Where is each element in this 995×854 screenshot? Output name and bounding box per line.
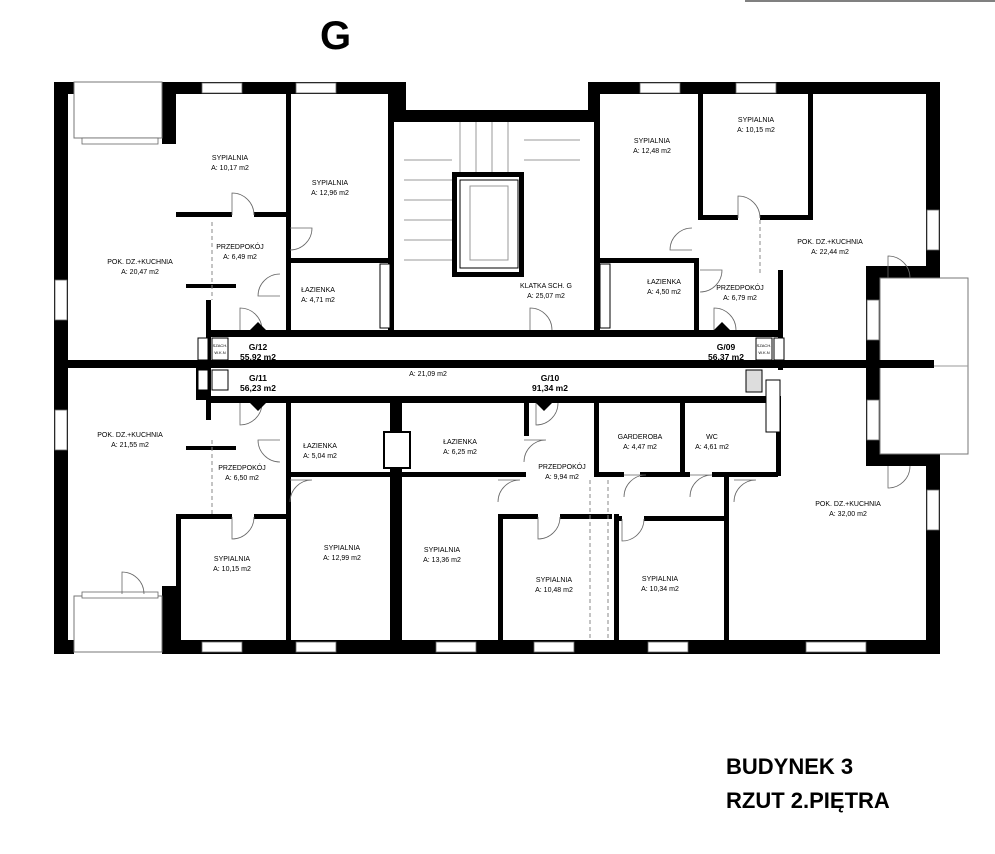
section-letter: G <box>320 14 352 58</box>
room-name: SYPIALNIA <box>212 155 249 162</box>
entry-marker-g09 <box>714 322 730 330</box>
room-name: SYPIALNIA <box>634 138 671 145</box>
room-area: A: 6,79 m2 <box>723 295 757 302</box>
shaft-right-bottom <box>745 369 781 433</box>
staircase <box>404 122 580 269</box>
room-name: SYPIALNIA <box>312 180 349 187</box>
shaft-bath-2 <box>599 263 611 329</box>
room-name: ŁAZIENKA <box>443 439 477 446</box>
room-area: A: 10,15 m2 <box>213 566 251 573</box>
room-name: SYPIALNIA <box>642 576 679 583</box>
entry-marker-g12 <box>250 322 266 330</box>
apartment-area: 56,37 m2 <box>708 352 744 362</box>
entry-marker-g11 <box>250 403 266 411</box>
windows <box>54 82 940 653</box>
room-name: SYPIALNIA <box>424 547 461 554</box>
room-area: A: 6,25 m2 <box>443 449 477 456</box>
apartment-id: G/12 <box>249 342 268 352</box>
room-name: POK. DZ.+KUCHNIA <box>107 259 173 266</box>
room-area: A: 10,48 m2 <box>535 587 573 594</box>
apartment-area: 91,34 m2 <box>532 383 568 393</box>
room-name: ŁAZIENKA <box>647 279 681 286</box>
room-area: A: 10,17 m2 <box>211 165 249 172</box>
apartment-labels: G/12 55,92 m2 G/11 56,23 m2 G/10 91,34 m… <box>240 342 744 393</box>
room-area: A: 10,15 m2 <box>737 127 775 134</box>
balcony-bottom-left <box>73 595 163 653</box>
shaft-right-top: SZACH. W.K.N <box>755 337 785 361</box>
room-name: ŁAZIENKA <box>303 443 337 450</box>
room-area: A: 13,36 m2 <box>423 557 461 564</box>
room-area: A: 25,07 m2 <box>527 293 565 300</box>
room-area: A: 12,99 m2 <box>323 555 361 562</box>
apartment-id: G/10 <box>541 373 560 383</box>
room-area: A: 4,47 m2 <box>623 444 657 451</box>
apartment-id: G/09 <box>717 342 736 352</box>
balcony-top-left <box>73 81 163 139</box>
room-area: A: 9,94 m2 <box>545 474 579 481</box>
apartment-area: 55,92 m2 <box>240 352 276 362</box>
room-area: A: 4,71 m2 <box>301 297 335 304</box>
building-title: BUDYNEK 3 <box>726 754 854 779</box>
room-name: POK. DZ.+KUCHNIA <box>815 501 881 508</box>
shaft-bath-1 <box>379 263 391 329</box>
room-name: GARDEROBA <box>618 434 663 441</box>
room-area: A: 4,50 m2 <box>647 289 681 296</box>
room-area: A: 12,48 m2 <box>633 148 671 155</box>
room-name: PRZEDPOKÓJ <box>716 283 763 292</box>
room-name: POK. DZ.+KUCHNIA <box>797 239 863 246</box>
floor-title: RZUT 2.PIĘTRA <box>726 788 890 813</box>
room-name: PRZEDPOKÓJ <box>216 242 263 251</box>
room-area: A: 20,47 m2 <box>121 269 159 276</box>
room-name: SYPIALNIA <box>536 577 573 584</box>
shaft-left-top: SZACH. W.K.N <box>197 337 229 361</box>
apartment-id: G/11 <box>249 373 267 383</box>
room-name: SYPIALNIA <box>324 545 361 552</box>
interior-walls <box>68 94 934 644</box>
room-area: A: 6,50 m2 <box>225 475 259 482</box>
room-name: PRZEDPOKÓJ <box>218 463 265 472</box>
room-area: A: 12,96 m2 <box>311 190 349 197</box>
room-area: A: 22,44 m2 <box>811 249 849 256</box>
svg-text:W.K.N: W.K.N <box>214 350 225 355</box>
room-name: SYPIALNIA <box>738 117 775 124</box>
shafts: SZACH. W.K.N SZACH. W.K.N <box>197 263 785 469</box>
doors <box>121 192 911 595</box>
room-name: SYPIALNIA <box>214 556 251 563</box>
svg-text:W.K.N: W.K.N <box>758 350 769 355</box>
room-area: A: 21,09 m2 <box>409 371 447 378</box>
entry-marker-g10 <box>536 403 552 411</box>
room-name: KLATKA SCH. G <box>520 283 572 290</box>
room-area: A: 5,04 m2 <box>303 453 337 460</box>
svg-text:SZACH.: SZACH. <box>213 343 228 348</box>
shaft-left-bottom <box>197 369 229 391</box>
shaft-bath-3 <box>383 431 411 469</box>
room-area: A: 6,49 m2 <box>223 254 257 261</box>
room-name: WC <box>706 434 718 441</box>
room-name: KORYTARZ <box>409 361 447 368</box>
room-name: ŁAZIENKA <box>301 287 335 294</box>
room-name: POK. DZ.+KUCHNIA <box>97 432 163 439</box>
svg-text:SZACH.: SZACH. <box>757 343 772 348</box>
room-area: A: 21,55 m2 <box>111 442 149 449</box>
room-area: A: 4,61 m2 <box>695 444 729 451</box>
room-labels: SYPIALNIA A: 10,17 m2 SYPIALNIA A: 12,96… <box>97 117 881 594</box>
room-name: PRZEDPOKÓJ <box>538 462 585 471</box>
apartment-area: 56,23 m2 <box>240 383 276 393</box>
room-area: A: 32,00 m2 <box>829 511 867 518</box>
room-area: A: 10,34 m2 <box>641 586 679 593</box>
